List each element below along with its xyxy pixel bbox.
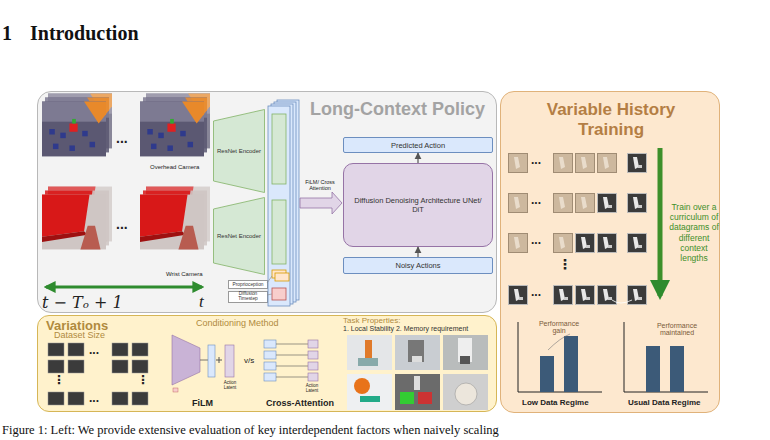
variations-panel: Variations (37, 315, 497, 412)
input-box: Proprioception (228, 280, 268, 289)
flow-arrow (417, 153, 418, 163)
section-title: Introduction (30, 22, 139, 45)
flow-arrow (417, 247, 418, 257)
training-panel: Variable History TrainingTrain over a cu… (500, 91, 720, 413)
figure-caption: Figure 1: Left: We provide extensive eva… (2, 423, 499, 438)
encoder-trapezoid: ResNet Encoder (213, 197, 265, 275)
input-box: Noisy Actions (343, 257, 493, 274)
node-heading: ResNet Encoder (217, 233, 261, 239)
process-box: Diffusion Denoising Architecture UNet/ D… (343, 163, 493, 247)
node-heading: Long-Context Policy (310, 99, 485, 120)
node-heading: Diffusion Denoising Architecture UNet/ D… (348, 196, 488, 214)
section-number: 1 (2, 22, 12, 45)
policy-panel: Long-Context PolicyResNet EncoderResNet … (37, 91, 497, 313)
node-heading: Variable History Training (536, 100, 686, 139)
node-heading: Diffusion Timestep (229, 292, 267, 302)
node-heading: Proprioception (233, 282, 264, 287)
input-box: Diffusion Timestep (228, 291, 268, 303)
encoder-trapezoid: ResNet Encoder (213, 109, 265, 193)
node-heading: ResNet Encoder (217, 148, 261, 154)
node-heading: Noisy Actions (395, 261, 440, 270)
node-body: Train over a curriculum of datagrams of … (669, 202, 719, 263)
output-box: Predicted Action (343, 137, 493, 153)
node-heading: Predicted Action (391, 141, 445, 150)
node-heading: Variations (46, 318, 108, 333)
